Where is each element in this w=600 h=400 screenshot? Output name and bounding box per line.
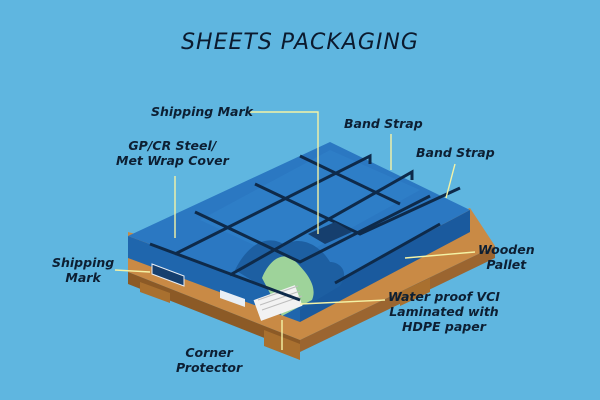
band-straps	[149, 153, 461, 302]
label-steel-cover: GP/CR Steel/ Met Wrap Cover	[116, 138, 229, 168]
label-shipping-mark-left: Shipping Mark	[52, 255, 115, 285]
label-wooden-pallet: Wooden Pallet	[478, 242, 535, 272]
label-corner-protector: Corner Protector	[176, 345, 243, 375]
shipping-mark-top	[308, 222, 352, 244]
label-band-strap-2: Band Strap	[416, 145, 495, 160]
label-band-strap-1: Band Strap	[344, 116, 423, 131]
label-shipping-mark-top: Shipping Mark	[151, 104, 253, 119]
leader-lines	[114, 111, 476, 350]
shipping-mark-side	[151, 263, 245, 307]
label-vci-paper: Water proof VCI Laminated with HDPE pape…	[388, 289, 500, 334]
diagram-title: SHEETS PACKAGING	[181, 30, 419, 55]
